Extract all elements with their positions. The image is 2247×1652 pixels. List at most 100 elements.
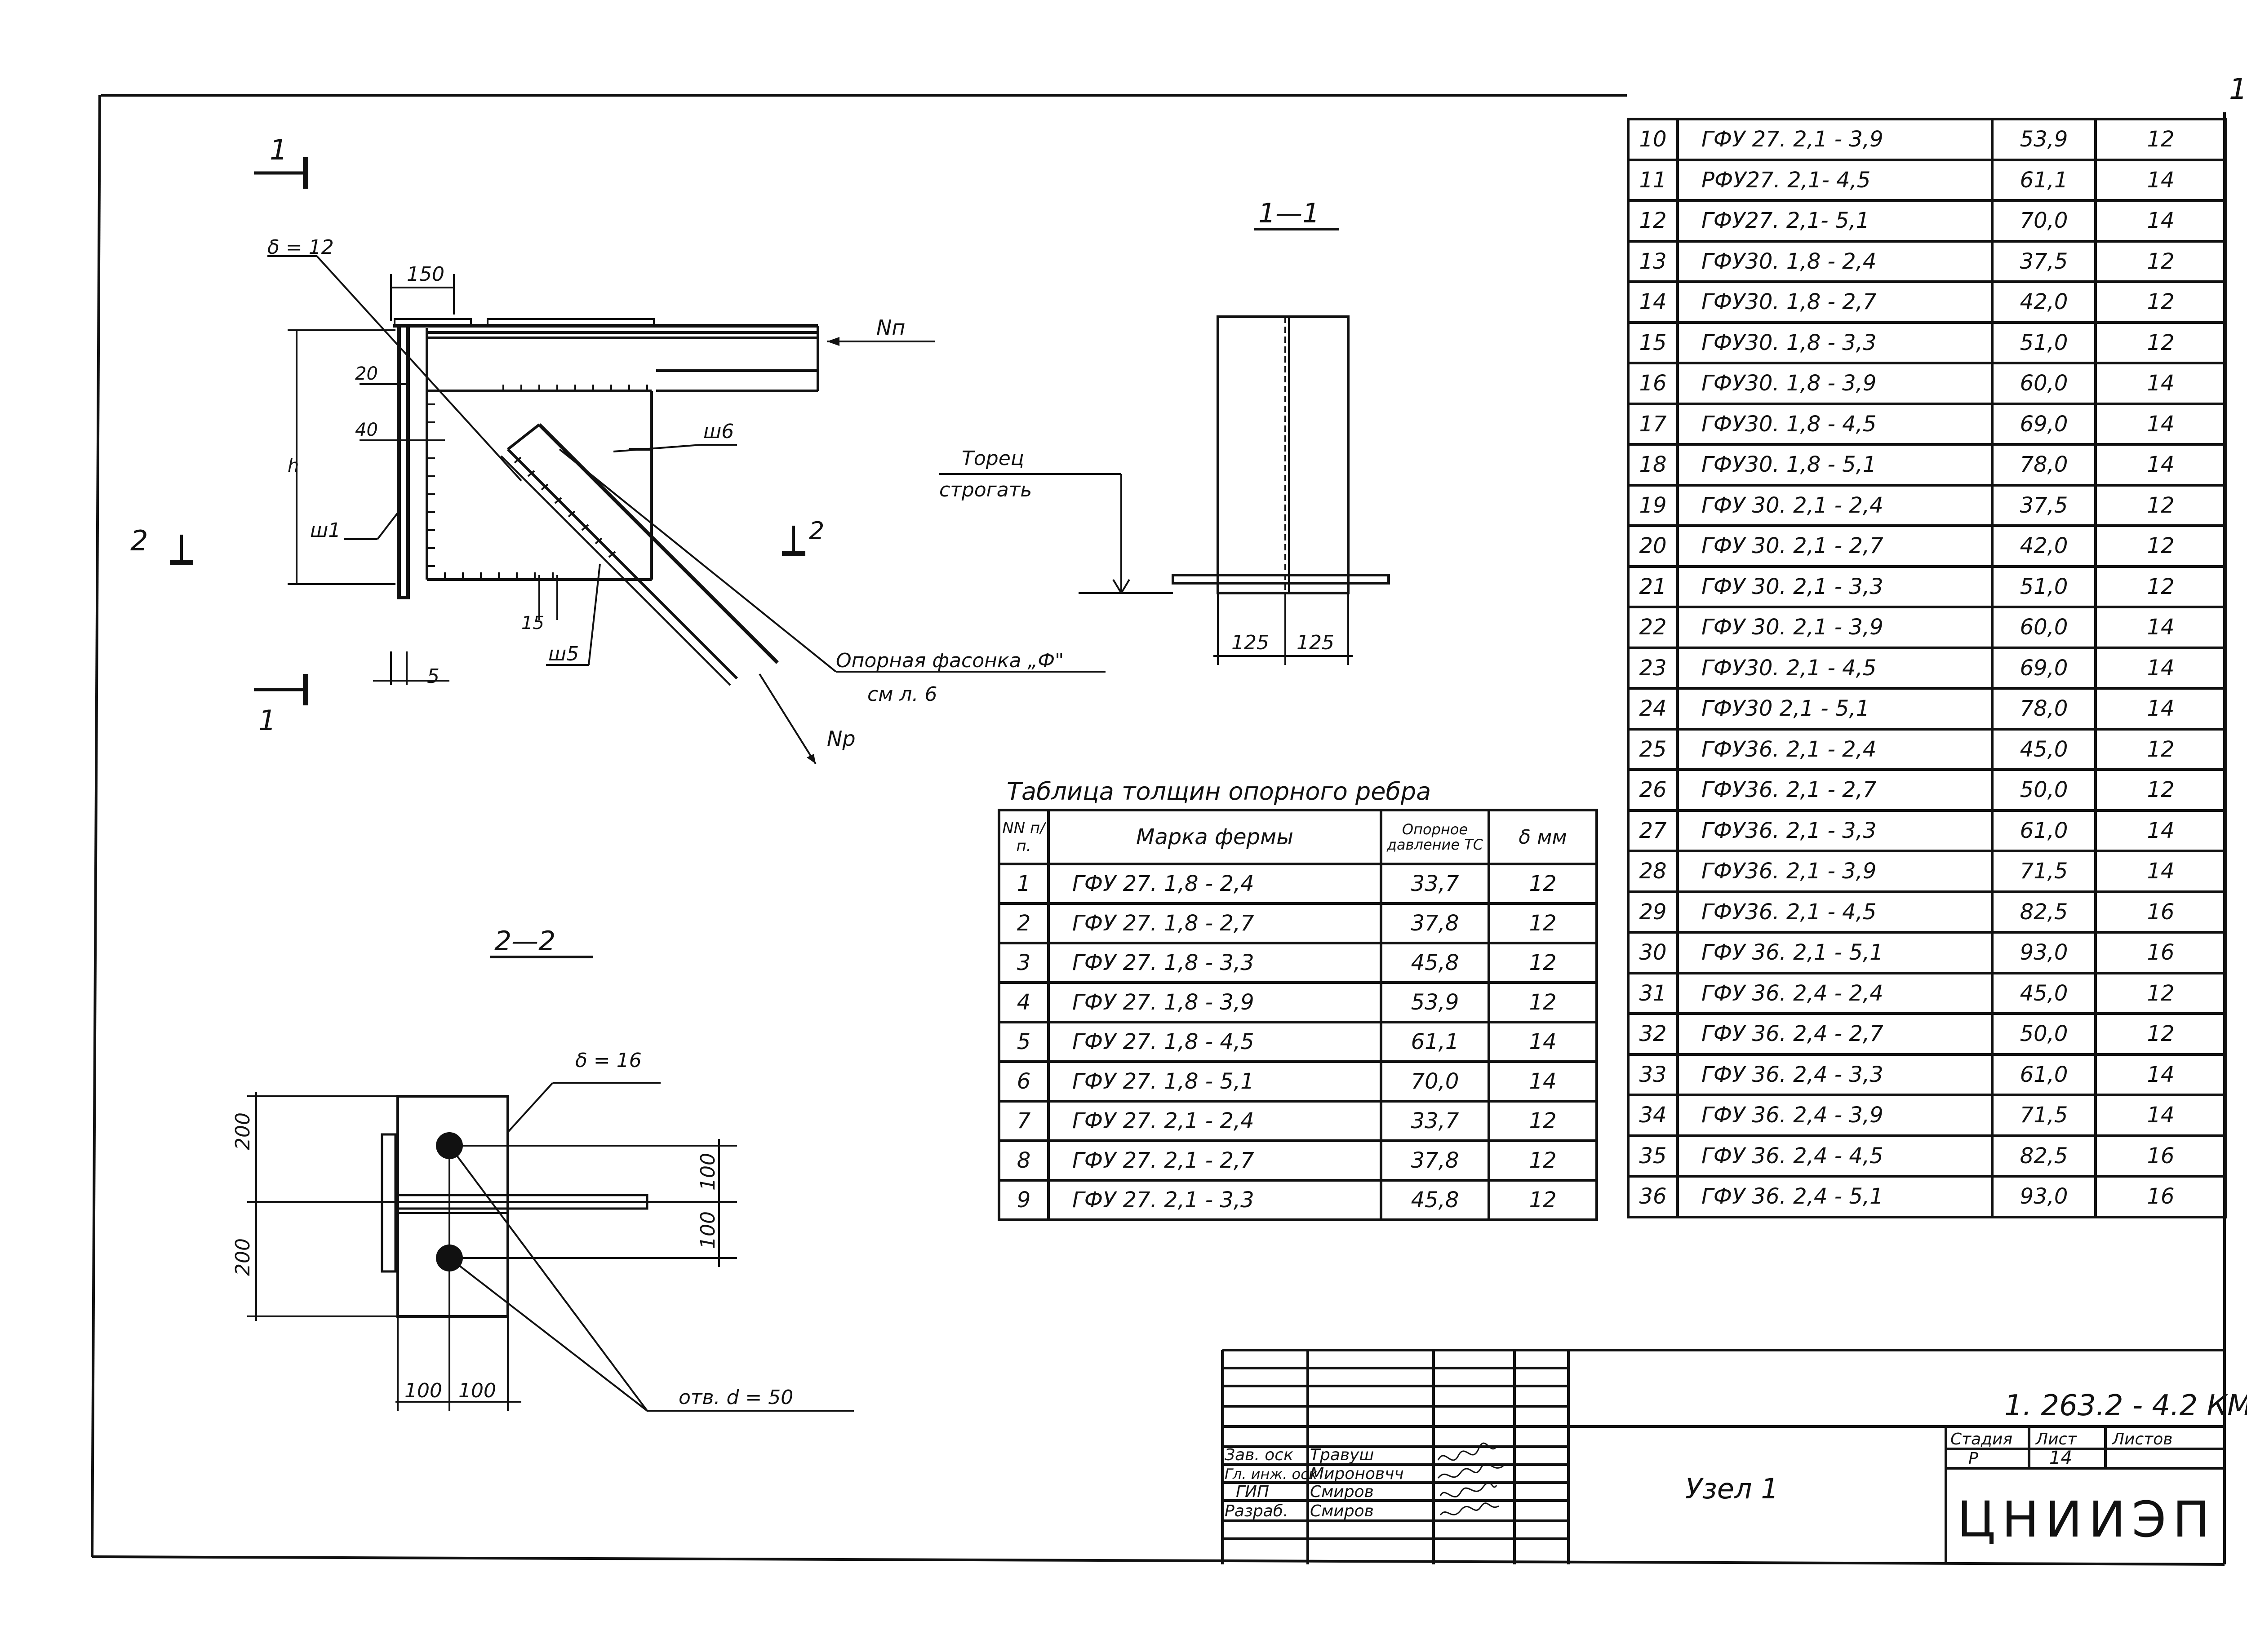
dim-100-bottom: 100: [697, 1211, 719, 1249]
row-number: 18: [1627, 443, 1679, 487]
thickness-table-header: NN п/п. Марка фермы Опорное давление ТС …: [998, 809, 1598, 865]
rib-thickness: 12: [1488, 942, 1598, 984]
truss-mark: ГФУ 27. 1,8 - 3,9: [1047, 981, 1382, 1023]
truss-mark: ГФУ 27. 1,8 - 2,7: [1047, 902, 1382, 944]
dim-5: 5: [427, 665, 440, 688]
truss-mark: ГФУ36. 2,1 - 3,9: [1676, 850, 1994, 893]
rib-thickness: 12: [2094, 239, 2227, 283]
support-pressure: 37,5: [1991, 483, 2097, 527]
rib-thickness: 14: [2094, 362, 2227, 405]
force-nr-label: Nр: [827, 726, 856, 751]
support-pressure: 61,1: [1991, 158, 2097, 202]
row-number: 1: [998, 863, 1050, 905]
truss-mark: ГФУ30. 1,8 - 2,7: [1676, 280, 1994, 324]
sheet-label: Лист: [2035, 1430, 2077, 1448]
row-number: 19: [1627, 483, 1679, 527]
row-number: 6: [998, 1060, 1050, 1103]
row-number: 14: [1627, 280, 1679, 324]
rib-thickness: 12: [2094, 118, 2227, 161]
organization-name: ЦНИИЭП: [1957, 1491, 2216, 1548]
person-name-4: Смиров: [1310, 1502, 1374, 1520]
support-pressure: 33,7: [1380, 863, 1490, 905]
support-pressure: 69,0: [1991, 646, 2097, 690]
page-number: 18: [2229, 73, 2247, 106]
row-number: 4: [998, 981, 1050, 1023]
support-pressure: 53,9: [1991, 118, 2097, 161]
truss-mark: ГФУ 27. 1,8 - 3,3: [1047, 942, 1382, 984]
row-number: 13: [1627, 239, 1679, 283]
truss-mark: ГФУ30. 1,8 - 2,4: [1676, 239, 1994, 283]
row-number: 20: [1627, 524, 1679, 568]
section-1-1-view: [939, 228, 1390, 665]
bolt-hole-top: [436, 1132, 463, 1159]
truss-mark: ГФУ36. 2,1 - 3,3: [1676, 809, 1994, 852]
rib-thickness: 12: [2094, 321, 2227, 364]
support-pressure: 78,0: [1991, 443, 2097, 487]
section-2-2-labels: 2—2 δ = 16 200 200 100 100 100 100 отв. …: [231, 926, 793, 1409]
rib-thickness: 14: [2094, 809, 2227, 852]
truss-mark: ГФУ36. 2,1 - 2,7: [1676, 768, 1994, 812]
truss-mark: ГФУ 36. 2,4 - 5,1: [1676, 1175, 1994, 1218]
row-number: 29: [1627, 890, 1679, 934]
row-number: 15: [1627, 321, 1679, 364]
support-pressure: 42,0: [1991, 280, 2097, 324]
rib-thickness: 14: [2094, 402, 2227, 446]
face-note-line1: Торец: [962, 447, 1024, 470]
support-pressure: 61,1: [1380, 1021, 1490, 1063]
truss-mark: ГФУ 30. 2,1 - 3,9: [1676, 606, 1994, 649]
signature-4: [1439, 1502, 1499, 1515]
dim-125-right: 125: [1297, 631, 1334, 654]
rib-thickness: 12: [2094, 1012, 2227, 1056]
rib-thickness: 14: [1488, 1060, 1598, 1103]
node-title: Узел 1: [1685, 1472, 1779, 1505]
rib-thickness: 16: [2094, 1175, 2227, 1218]
row-number: 11: [1627, 158, 1679, 202]
support-pressure: 33,7: [1380, 1100, 1490, 1142]
truss-mark: ГФУ30. 1,8 - 3,9: [1676, 362, 1994, 405]
row-number: 31: [1627, 971, 1679, 1015]
rib-thickness: 12: [2094, 524, 2227, 568]
truss-mark: ГФУ 27. 1,8 - 2,4: [1047, 863, 1382, 905]
dim-100-right: 100: [458, 1379, 496, 1402]
rib-thickness: 12: [1488, 863, 1598, 905]
support-pressure: 45,0: [1991, 971, 2097, 1015]
section-1-top-label: 1: [270, 133, 287, 166]
rib-thickness: 14: [2094, 606, 2227, 649]
gusset-note: Опорная фасонка „Ф": [836, 649, 1064, 672]
support-pressure: 70,0: [1380, 1060, 1490, 1103]
dim-40: 40: [355, 420, 378, 440]
truss-mark: ГФУ 36. 2,4 - 4,5: [1676, 1134, 1994, 1178]
rib-thickness: 12: [2094, 565, 2227, 608]
bolt-hole-bottom: [436, 1245, 463, 1271]
row-number: 22: [1627, 606, 1679, 649]
header-mark: Марка фермы: [1047, 809, 1382, 865]
truss-mark: ГФУ30. 2,1 - 4,5: [1676, 646, 1994, 690]
row-number: 30: [1627, 931, 1679, 974]
face-note-line2: строгать: [939, 478, 1032, 501]
truss-mark: ГФУ 27. 2,1 - 2,4: [1047, 1100, 1382, 1142]
document-code: 1. 263.2 - 4.2 КМ: [2004, 1389, 2247, 1422]
row-number: 3: [998, 942, 1050, 984]
support-pressure: 71,5: [1991, 850, 2097, 893]
signature-3: [1439, 1482, 1497, 1498]
truss-mark: ГФУ 36. 2,4 - 3,9: [1676, 1094, 1994, 1137]
truss-mark: ГФУ 30. 2,1 - 2,7: [1676, 524, 1994, 568]
section-2-left-label: 2: [130, 524, 148, 557]
header-thickness: δ мм: [1488, 809, 1598, 865]
